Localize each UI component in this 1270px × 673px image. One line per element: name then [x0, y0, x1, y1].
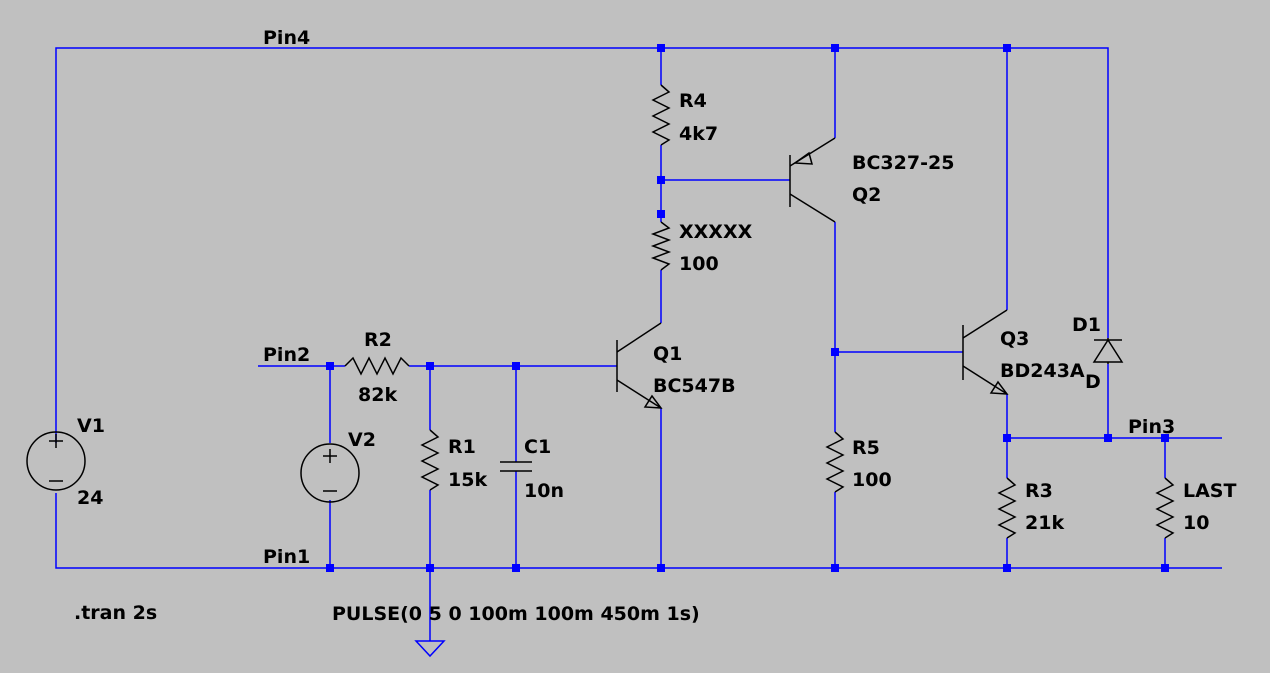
v1-value: 24 [77, 487, 103, 509]
r2-name: R2 [364, 329, 392, 351]
d1-value: D [1085, 371, 1101, 393]
ground-symbol [414, 640, 446, 658]
r2-value: 82k [358, 384, 397, 406]
net-label-pin3: Pin3 [1128, 416, 1175, 438]
junction-dot [1104, 434, 1112, 442]
junction-dot [1003, 44, 1011, 52]
r1-name: R1 [448, 436, 476, 458]
q2-value: BC327-25 [852, 152, 954, 174]
xxxxx-name: XXXXX [679, 221, 753, 243]
r4-name: R4 [679, 90, 707, 112]
r3-name: R3 [1025, 480, 1053, 502]
q3-name: Q3 [1000, 328, 1029, 350]
q2-name: Q2 [852, 184, 881, 206]
wire-pin4-rail [55, 47, 1109, 443]
resistor-r3[interactable] [997, 477, 1017, 539]
pulse-directive[interactable]: PULSE(0 5 0 100m 100m 450m 1s) [332, 603, 700, 625]
junction-dot [426, 362, 434, 370]
q1-name: Q1 [653, 343, 682, 365]
junction-dot [657, 564, 665, 572]
v1-name: V1 [77, 415, 105, 437]
junction-dot [1161, 434, 1169, 442]
diode-d1[interactable] [1092, 338, 1124, 364]
junction-dot [657, 176, 665, 184]
net-label-pin1: Pin1 [263, 546, 310, 568]
capacitor-c1[interactable] [500, 461, 532, 472]
r5-value: 100 [852, 469, 892, 491]
resistor-r5[interactable] [825, 431, 845, 493]
resistor-xxxxx[interactable] [650, 221, 672, 271]
resistor-last[interactable] [1155, 477, 1175, 539]
transistor-q2-pnp[interactable] [789, 137, 836, 223]
last-value: 10 [1183, 512, 1209, 534]
resistor-r1[interactable] [420, 429, 440, 491]
junction-dot [657, 210, 665, 218]
transistor-q3-npn[interactable] [962, 309, 1009, 395]
c1-value: 10n [524, 480, 564, 502]
labels: Pin4 Pin2 Pin1 Pin3 V1 24 V2 R2 82k R1 1… [74, 27, 1236, 625]
voltage-source-v1[interactable] [26, 431, 86, 491]
junction-dot [326, 362, 334, 370]
junction-dot [1161, 564, 1169, 572]
q1-value: BC547B [653, 375, 736, 397]
junction-dot [831, 564, 839, 572]
junction-dot [831, 348, 839, 356]
net-label-pin2: Pin2 [263, 344, 310, 366]
r5-name: R5 [852, 437, 880, 459]
q3-value: BD243A [1000, 360, 1085, 382]
junctions [326, 44, 1169, 572]
d1-name: D1 [1072, 314, 1101, 336]
last-name: LAST [1183, 480, 1236, 502]
voltage-source-v2[interactable] [300, 443, 360, 503]
junction-dot [512, 564, 520, 572]
resistor-r4[interactable] [651, 84, 671, 146]
r4-value: 4k7 [679, 123, 718, 145]
resistor-r2[interactable] [344, 356, 410, 376]
transistor-q1-npn[interactable] [616, 322, 663, 409]
c1-name: C1 [524, 436, 551, 458]
junction-dot [1003, 564, 1011, 572]
v2-name: V2 [348, 429, 376, 451]
junction-dot [426, 564, 434, 572]
net-label-pin4: Pin4 [263, 27, 310, 49]
junction-dot [512, 362, 520, 370]
xxxxx-value: 100 [679, 253, 719, 275]
r3-value: 21k [1025, 512, 1064, 534]
junction-dot [657, 44, 665, 52]
junction-dot [326, 564, 334, 572]
tran-directive[interactable]: .tran 2s [74, 602, 157, 624]
r1-value: 15k [448, 469, 487, 491]
junction-dot [831, 44, 839, 52]
junction-dot [1003, 434, 1011, 442]
wires [55, 47, 1222, 641]
